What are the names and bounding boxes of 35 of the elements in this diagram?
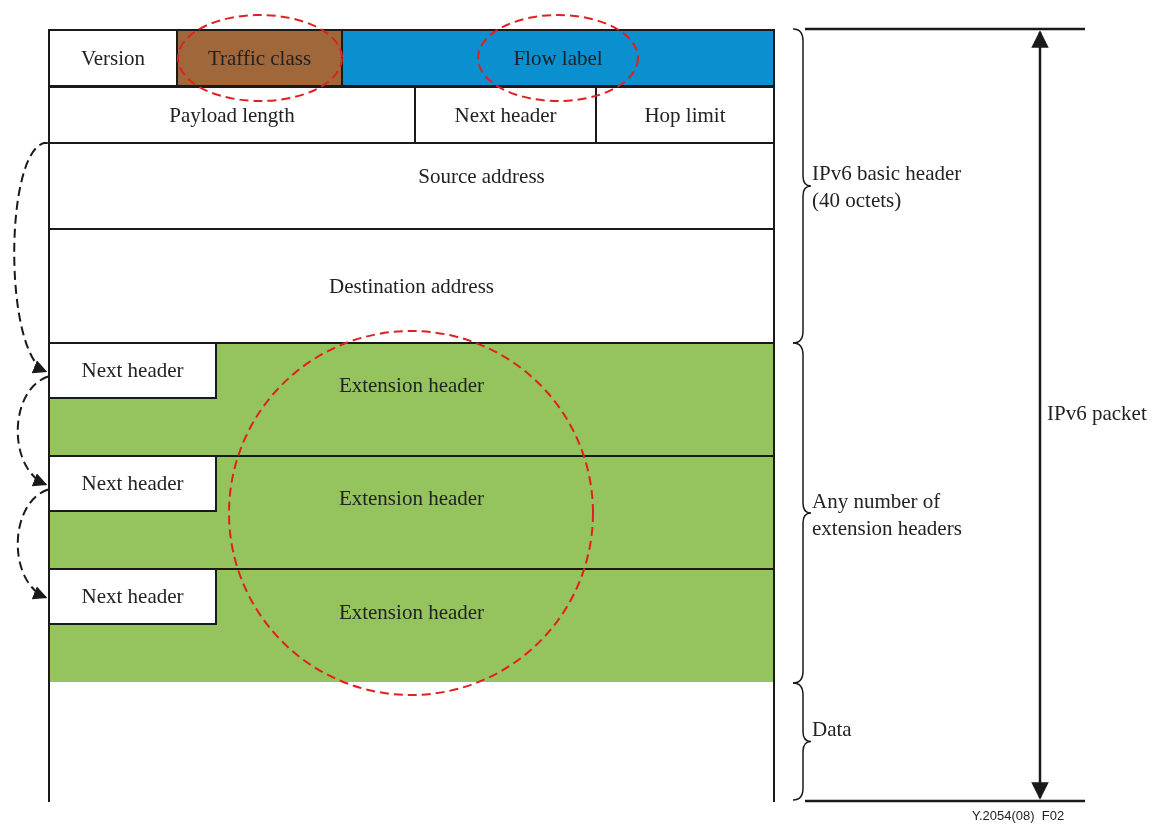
field-label: Next header: [81, 471, 184, 496]
header-field: [176, 29, 343, 87]
header-field: [48, 568, 217, 625]
header-field: [48, 228, 775, 344]
field-label: Hop limit: [644, 102, 726, 128]
brace-label: Any number of extension headers: [812, 488, 963, 542]
header-field: [48, 29, 178, 87]
field-label: Next header: [454, 102, 557, 128]
section-label: Extension header: [338, 599, 485, 625]
section-label: Extension header: [338, 486, 485, 511]
header-field: [341, 29, 775, 87]
header-field: [595, 86, 775, 144]
brace-label: Data: [812, 716, 852, 743]
field-label: Next header: [81, 584, 184, 609]
figure-number: Y.2054(08) F02: [972, 808, 1065, 824]
dimension-label: IPv6 packet: [1047, 400, 1147, 427]
brace-label: IPv6 basic header (40 octets): [812, 160, 963, 214]
header-field: [48, 342, 217, 399]
field-label: Traffic class: [207, 45, 312, 71]
arrow: [16, 488, 49, 599]
header-field: [48, 455, 217, 512]
field-label: Source address: [418, 163, 545, 189]
extension-header-band: [48, 455, 775, 570]
field-label: Next header: [81, 358, 184, 383]
header-field: [48, 142, 775, 230]
field-label: Destination address: [328, 273, 494, 299]
field-label: Version: [80, 45, 146, 71]
field-label: Payload length: [169, 102, 295, 128]
field-label: Flow label: [513, 45, 603, 71]
header-field: [48, 86, 416, 144]
extension-header-band: [48, 342, 775, 457]
extension-header-band: [48, 568, 775, 684]
data-area: [48, 682, 775, 802]
arrow: [16, 375, 49, 486]
section-label: Extension header: [338, 373, 485, 398]
